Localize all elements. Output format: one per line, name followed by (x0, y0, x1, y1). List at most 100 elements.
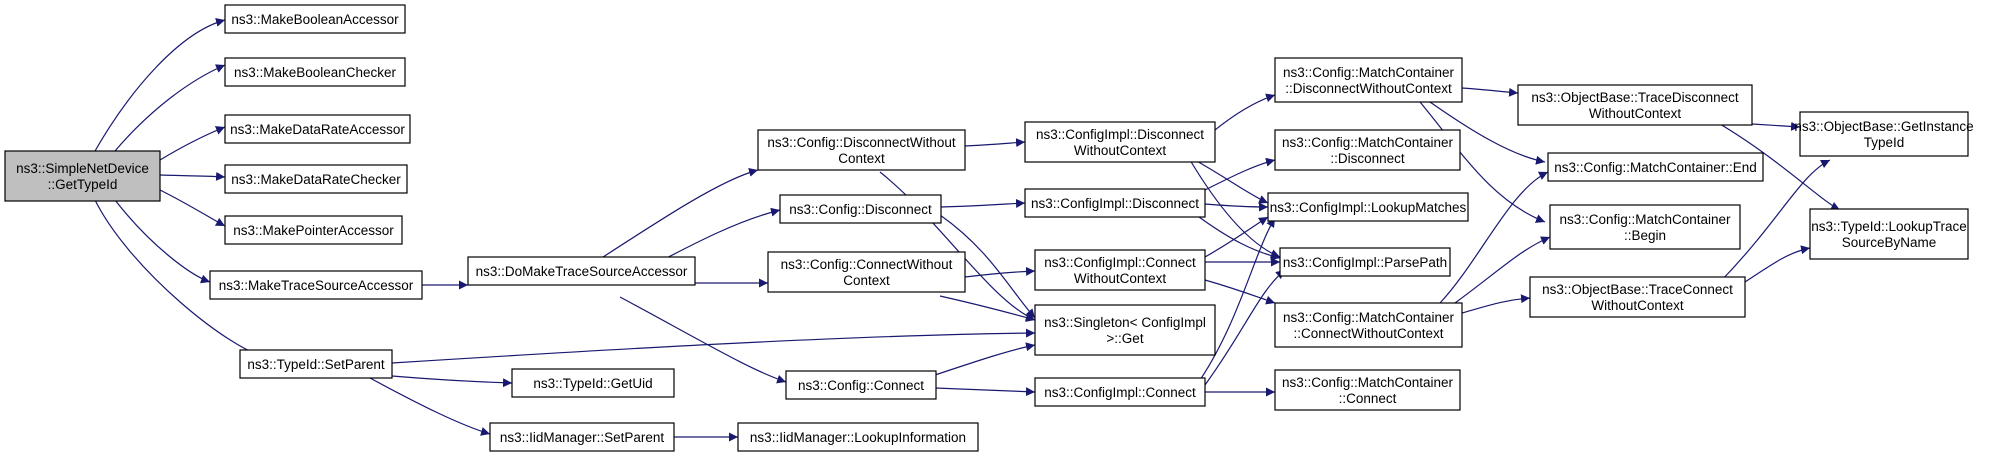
node-label: ns3::Config::Disconnect (789, 202, 932, 217)
node-box (1024, 121, 1216, 163)
node-box (1549, 204, 1741, 250)
node-cid[interactable]: ns3::ConfigImpl::Disconnect (1024, 188, 1206, 218)
edge-tsp-to-getuid (391, 375, 513, 388)
node-cipp[interactable]: ns3::ConfigImpl::ParsePath (1279, 247, 1451, 277)
node-box (1547, 152, 1764, 182)
node-box (1274, 129, 1461, 171)
node-obtcwc[interactable]: ns3::ObjectBase::TraceConnectWithoutCont… (1529, 276, 1746, 318)
node-cmcb[interactable]: ns3::Config::MatchContainer::Begin (1549, 204, 1741, 250)
node-cmcd[interactable]: ns3::Config::MatchContainer::Disconnect (1274, 129, 1461, 171)
node-label: ns3::ConfigImpl::ParsePath (1283, 255, 1447, 270)
node-label: ns3::TypeId::GetUid (533, 376, 652, 391)
node-tsp[interactable]: ns3::TypeId::SetParent (239, 349, 393, 379)
node-label: ns3::ConfigImpl::Disconnect (1036, 127, 1204, 142)
edge-cicwc-to-cilm (1204, 216, 1269, 258)
node-mba[interactable]: ns3::MakeBooleanAccessor (224, 4, 406, 34)
edge-cmccwc-to-cmcb (1454, 236, 1551, 304)
node-box (779, 194, 942, 224)
node-box (467, 256, 696, 286)
edge-obtcwc-to-tlts (1744, 245, 1811, 283)
node-cmcdwc[interactable]: ns3::Config::MatchContainer::DisconnectW… (1274, 57, 1463, 103)
node-box (239, 349, 393, 379)
node-mdra[interactable]: ns3::MakeDataRateAccessor (224, 114, 411, 144)
node-label: ns3::Config::MatchContainer::End (1554, 160, 1757, 175)
node-label: ns3::ConfigImpl::Disconnect (1031, 196, 1199, 211)
node-box (1024, 188, 1206, 218)
node-ccwc[interactable]: ns3::Config::ConnectWithoutContext (767, 251, 966, 293)
edge-cmcdwc-to-cmce (1429, 101, 1546, 165)
edge-ccwc-to-cicwc (964, 266, 1036, 278)
node-label: WithoutContext (1074, 271, 1167, 286)
node-label: ns3::Config::MatchContainer (1282, 375, 1454, 390)
edge-cic-to-cipp (1204, 269, 1286, 386)
node-cidwc[interactable]: ns3::ConfigImpl::DisconnectWithoutContex… (1024, 121, 1216, 163)
node-box (224, 164, 408, 194)
node-cdwc[interactable]: ns3::Config::DisconnectWithoutContext (757, 129, 966, 171)
node-label: ns3::MakeDataRateAccessor (230, 122, 405, 137)
node-box (757, 129, 966, 171)
node-mtsa[interactable]: ns3::MakeTraceSourceAccessor (209, 270, 423, 300)
node-tgu[interactable]: ns3::TypeId::GetUid (511, 368, 675, 398)
edge-cmcdwc-to-cmcb (1419, 101, 1546, 223)
node-label: ns3::Config::MatchContainer (1282, 135, 1454, 150)
node-label: >::Get (1106, 331, 1143, 346)
node-label: ns3::TypeId::LookupTrace (1811, 219, 1967, 234)
node-cd[interactable]: ns3::Config::Disconnect (779, 194, 942, 224)
node-label: Context (843, 273, 890, 288)
node-mpa[interactable]: ns3::MakePointerAccessor (224, 215, 403, 245)
node-label: ns3::ObjectBase::TraceConnect (1542, 282, 1733, 297)
node-label: ns3::IidManager::LookupInformation (750, 430, 966, 445)
node-label: ns3::MakeBooleanChecker (234, 65, 397, 80)
edge-cd-to-cid (940, 198, 1026, 208)
node-cic[interactable]: ns3::ConfigImpl::Connect (1034, 377, 1206, 407)
node-imli[interactable]: ns3::IidManager::LookupInformation (737, 422, 979, 452)
node-cmce[interactable]: ns3::Config::MatchContainer::End (1547, 152, 1764, 182)
edge-dmtsa-to-cc (619, 296, 787, 384)
node-box (224, 215, 403, 245)
edge-tsp-to-iidmanager-setparent (369, 377, 491, 436)
node-cc[interactable]: ns3::Config::Connect (785, 370, 937, 400)
node-cmcc[interactable]: ns3::Config::MatchContainer::Connect (1274, 369, 1461, 411)
edge-root-to-make-boolean-checker (114, 64, 226, 152)
node-box (1034, 249, 1206, 291)
edge-obtdwc-to-obgit (1751, 121, 1801, 131)
node-sg[interactable]: ns3::Singleton< ConfigImpl>::Get (1034, 304, 1216, 356)
node-box (489, 422, 675, 452)
edge-cmccwc-to-cmce (1439, 171, 1549, 304)
edge-cmccwc-to-obtcwc (1461, 294, 1531, 314)
edge-obtcwc-to-obgit (1719, 159, 1831, 283)
node-label: ns3::ConfigImpl::Connect (1044, 255, 1196, 270)
node-obtdwc[interactable]: ns3::ObjectBase::TraceDisconnectWithoutC… (1517, 84, 1753, 126)
node-box (1529, 276, 1746, 318)
edge-cd-to-singleton (939, 214, 1036, 319)
edge-cid-to-cmcd (1204, 157, 1276, 191)
node-cicwc[interactable]: ns3::ConfigImpl::ConnectWithoutContext (1034, 249, 1206, 291)
node-cmccwc[interactable]: ns3::Config::MatchContainer::ConnectWith… (1274, 302, 1463, 348)
node-cilm[interactable]: ns3::ConfigImpl::LookupMatches (1267, 192, 1469, 222)
node-label: ns3::ConfigImpl::Connect (1044, 385, 1196, 400)
node-label: ::Connect (1339, 391, 1397, 406)
node-mbc[interactable]: ns3::MakeBooleanChecker (224, 57, 406, 87)
node-mdrc[interactable]: ns3::MakeDataRateChecker (224, 164, 408, 194)
node-label: ::Begin (1624, 228, 1666, 243)
node-root[interactable]: ns3::SimpleNetDevice::GetTypeId (4, 150, 161, 202)
node-dmtsa[interactable]: ns3::DoMakeTraceSourceAccessor (467, 256, 696, 286)
node-label: TypeId (1864, 135, 1905, 150)
node-label: ns3::ConfigImpl::LookupMatches (1270, 200, 1467, 215)
node-label: ns3::Config::MatchContainer (1559, 212, 1731, 227)
edge-cdwc-to-singleton (879, 171, 1036, 321)
edge-cidwc-to-cilm (1194, 159, 1269, 204)
node-imsp[interactable]: ns3::IidManager::SetParent (489, 422, 675, 452)
edge-tsp-to-singleton (391, 328, 1036, 364)
node-box (4, 150, 161, 202)
edge-cicwc-to-cmccwc (1204, 279, 1276, 305)
node-box (224, 114, 411, 144)
edge-root-to-make-data-rate-accessor (159, 126, 226, 161)
node-box (1267, 192, 1469, 222)
node-box (209, 270, 423, 300)
edge-cid-to-cipp (1194, 213, 1281, 261)
node-label: ns3::TypeId::SetParent (247, 357, 385, 372)
